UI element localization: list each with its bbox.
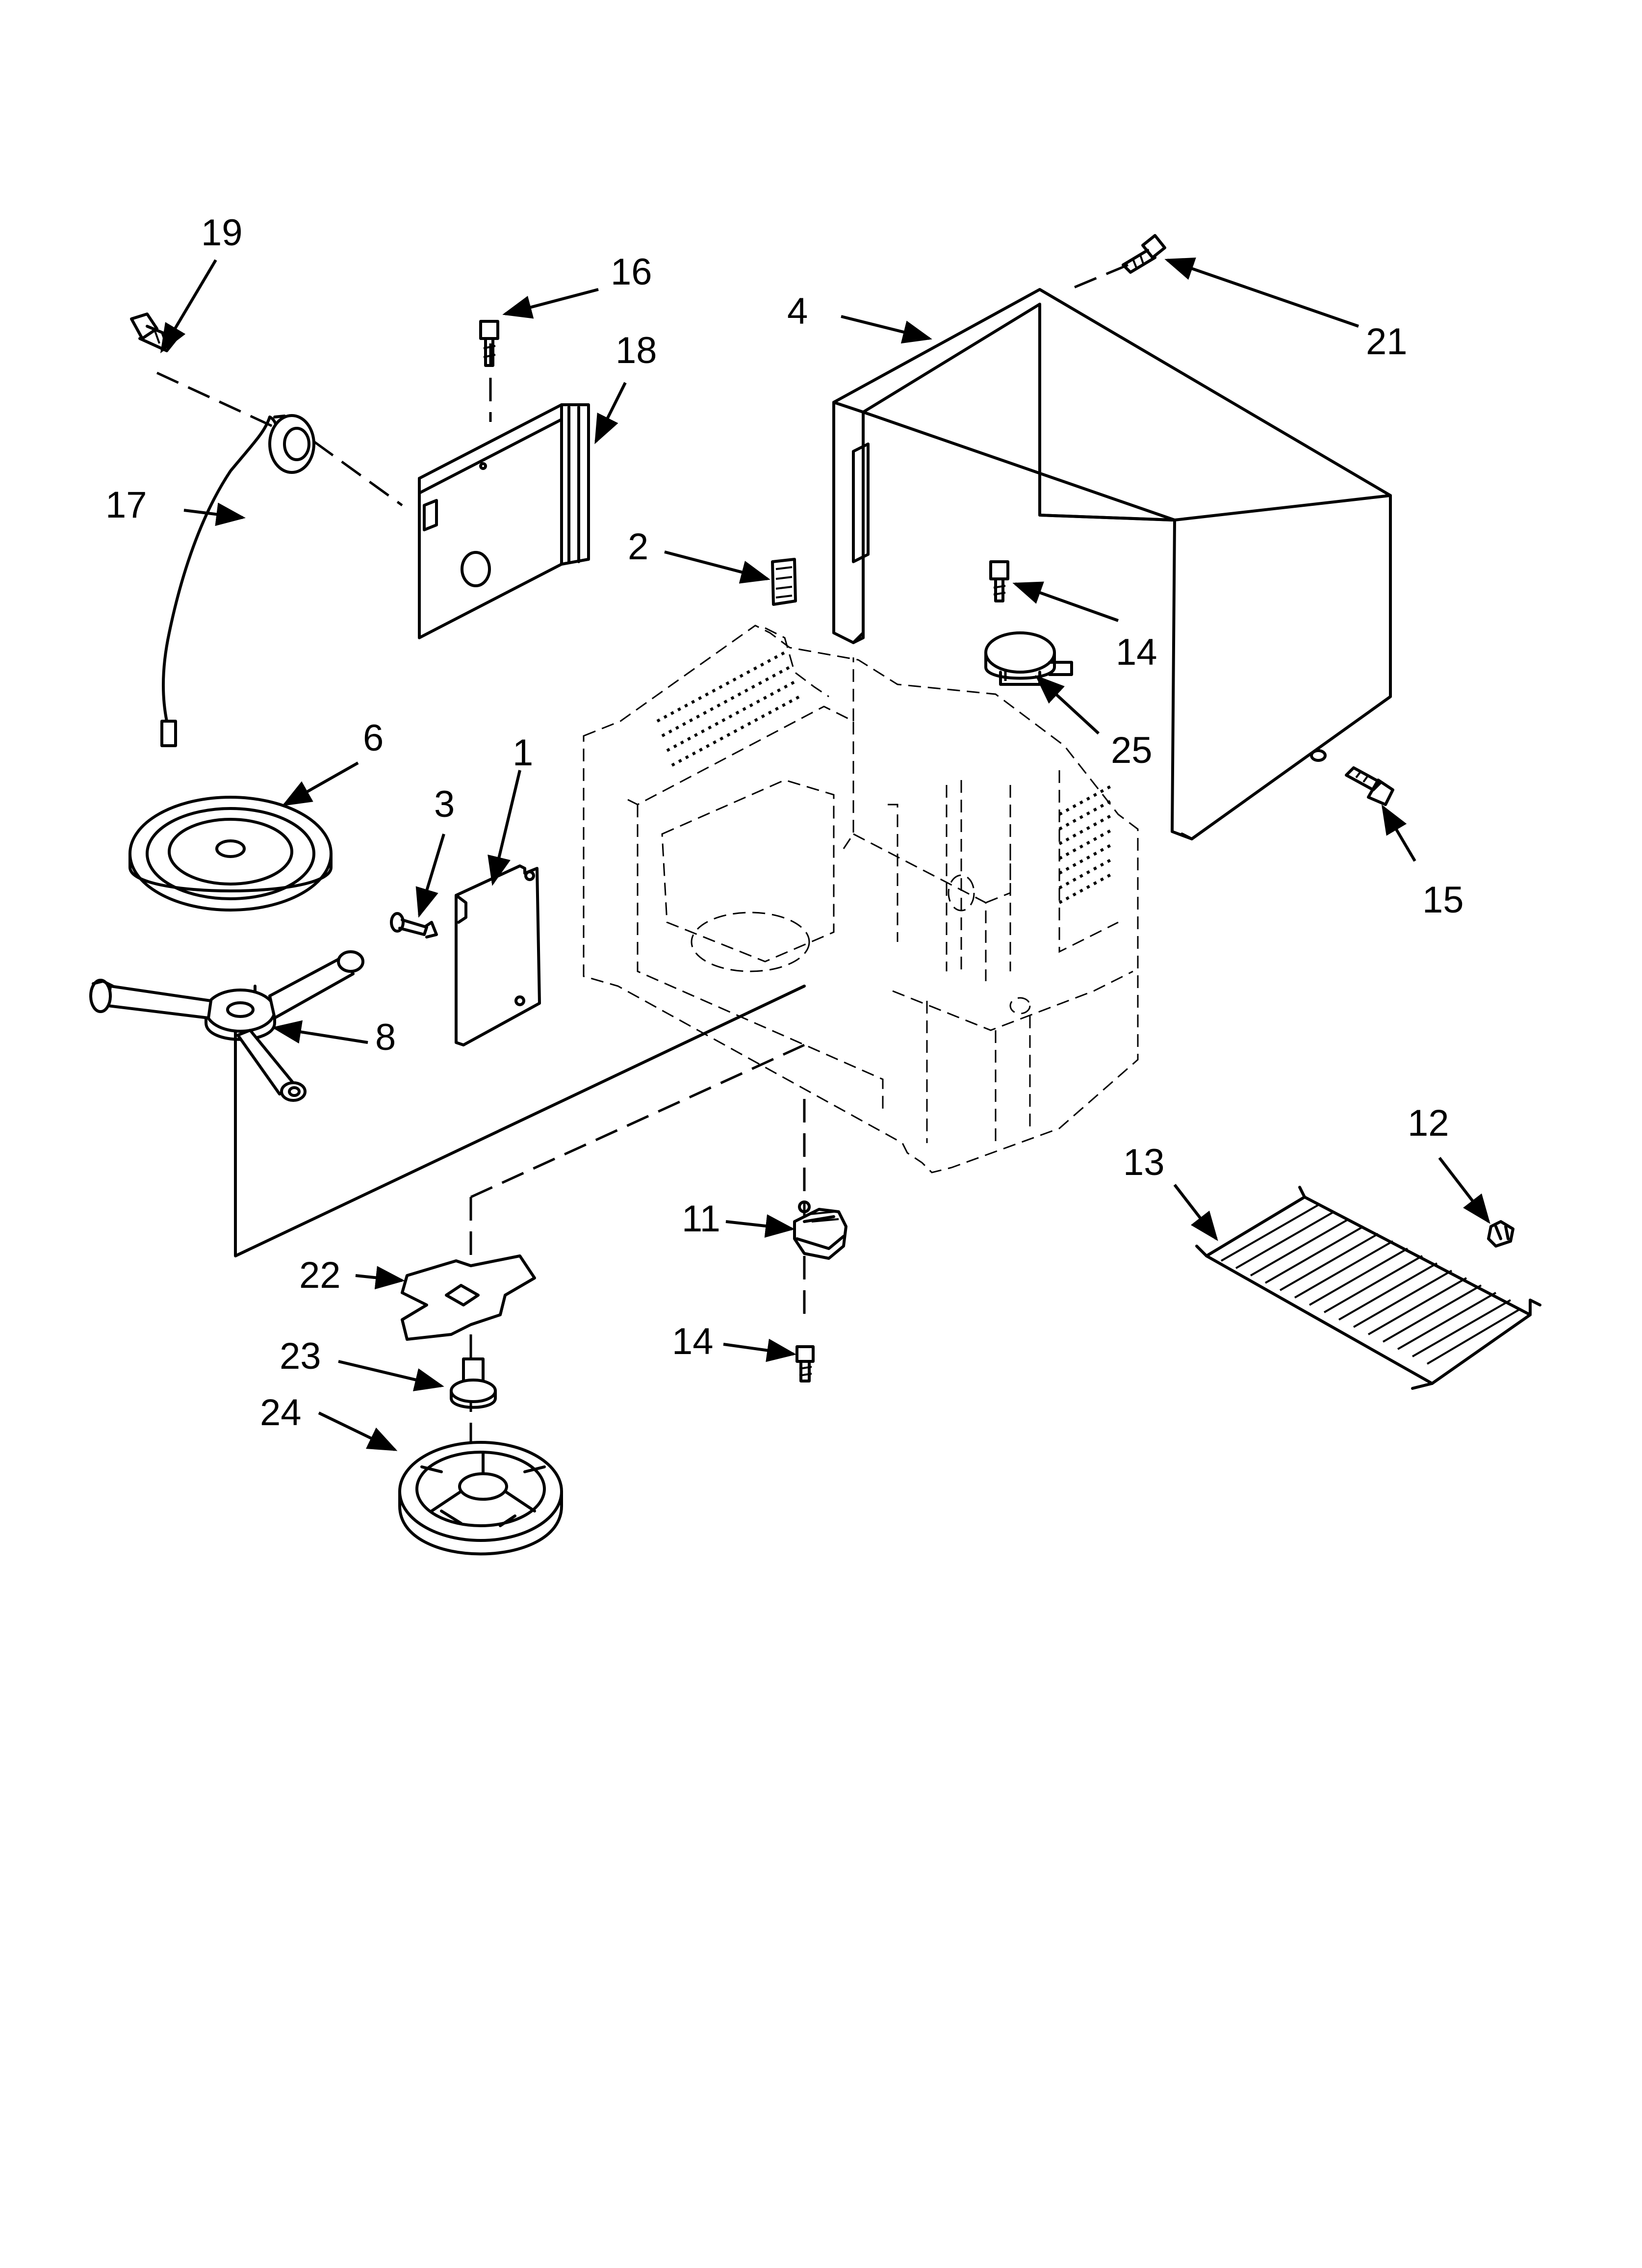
callout-16: 16 xyxy=(611,251,652,293)
screw-21 xyxy=(1122,234,1166,274)
shaft-23 xyxy=(450,1357,497,1409)
callout-14-upper: 14 xyxy=(1116,631,1157,673)
callout-12: 12 xyxy=(1408,1102,1449,1144)
coupler-22 xyxy=(401,1254,536,1341)
callout-14-lower: 14 xyxy=(672,1321,714,1362)
callout-21: 21 xyxy=(1366,321,1408,363)
alignment-lines xyxy=(156,263,1129,1467)
turntable-motor-11 xyxy=(793,1200,847,1260)
leader-8 xyxy=(272,1020,368,1044)
turntable-tray-6 xyxy=(128,796,333,912)
thermal-wire-17 xyxy=(160,416,279,747)
leader-14b xyxy=(723,1338,796,1362)
leader-24 xyxy=(318,1411,398,1451)
leader-18 xyxy=(594,382,627,444)
callout-3: 3 xyxy=(434,783,455,825)
outer-wrapper-part xyxy=(832,288,1392,840)
callout-13: 13 xyxy=(1123,1142,1165,1183)
leader-4 xyxy=(841,315,932,344)
callout-15: 15 xyxy=(1422,879,1464,921)
screw-3 xyxy=(390,912,438,938)
leader-16 xyxy=(502,288,599,319)
callout-6: 6 xyxy=(363,717,384,759)
waveguide-cover-1 xyxy=(455,864,541,1046)
leader-15 xyxy=(1381,804,1416,862)
leader-17 xyxy=(183,502,246,526)
leader-3 xyxy=(415,834,445,918)
callout-labels: 19 16 18 4 21 17 2 14 25 15 6 1 3 8 11 1… xyxy=(105,212,1464,1434)
screw-14-upper xyxy=(989,560,1009,602)
leader-11 xyxy=(725,1214,795,1238)
roller-support-8 xyxy=(89,950,364,1102)
thermostat-disc xyxy=(268,414,315,474)
callout-4: 4 xyxy=(787,290,808,332)
leader-2 xyxy=(664,550,770,584)
fan-motor-25 xyxy=(984,631,1073,686)
bracket-panel-18 xyxy=(418,403,590,639)
filter-2 xyxy=(771,558,797,606)
oven-cavity-ghost xyxy=(583,625,1139,1173)
callout-18: 18 xyxy=(616,330,657,371)
callout-24: 24 xyxy=(260,1392,302,1434)
roller-ring-24 xyxy=(398,1441,563,1556)
leader-arrows xyxy=(160,257,1490,1451)
callout-2: 2 xyxy=(628,526,648,568)
screw-14-lower xyxy=(795,1345,815,1382)
callout-23: 23 xyxy=(280,1335,321,1377)
callout-19: 19 xyxy=(201,212,243,254)
screw-15 xyxy=(1345,766,1394,806)
callout-17: 17 xyxy=(105,484,147,526)
leader-19 xyxy=(160,259,217,354)
leader-25 xyxy=(1035,675,1100,735)
vent-holes-top xyxy=(656,651,800,767)
leader-1 xyxy=(487,770,521,886)
grille-13 xyxy=(1195,1186,1541,1390)
screw-19 xyxy=(130,313,178,352)
leader-14a xyxy=(1012,581,1119,622)
callout-8: 8 xyxy=(375,1017,396,1058)
screw-16 xyxy=(479,320,499,367)
leader-23 xyxy=(338,1360,444,1391)
callout-11: 11 xyxy=(682,1198,720,1240)
callout-1: 1 xyxy=(513,732,533,774)
callout-25: 25 xyxy=(1111,730,1153,771)
leader-13 xyxy=(1173,1184,1218,1241)
leader-22 xyxy=(355,1266,405,1290)
leader-6 xyxy=(282,761,359,806)
clip-12 xyxy=(1487,1220,1514,1248)
leader-12 xyxy=(1438,1157,1490,1224)
vent-holes-side xyxy=(1058,783,1114,904)
leader-21 xyxy=(1164,257,1359,328)
callout-22: 22 xyxy=(299,1254,341,1296)
